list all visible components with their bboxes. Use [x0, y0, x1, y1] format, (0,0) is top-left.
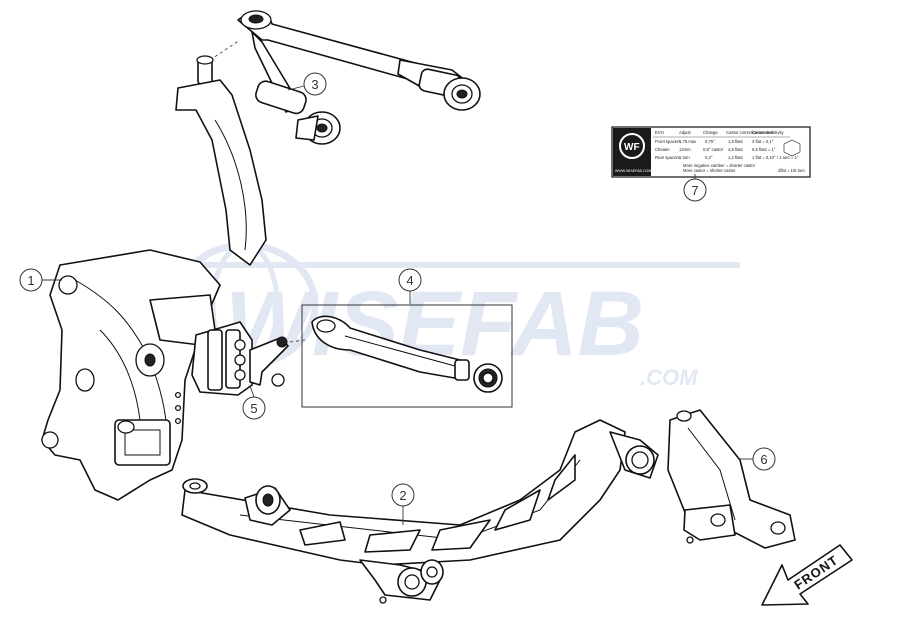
part-6-bracket	[667, 409, 796, 549]
sticker-row-2-castor: 4,5 flats	[728, 147, 743, 152]
callout-7: 7	[683, 174, 707, 202]
callout-4: 4	[398, 268, 422, 304]
callout-4-label: 4	[406, 273, 413, 288]
part-1-knuckle	[41, 55, 267, 501]
sticker-header-evo: EVO	[655, 130, 665, 135]
sticker-row-3-adjust: 1 turn	[679, 155, 690, 160]
sticker-url: WWW.WISEFAB.COM	[615, 169, 651, 173]
part-2-lower-arm	[181, 419, 659, 604]
sticker-row-2-name: Cheater	[655, 147, 671, 152]
sticker-row-2-sens: 5,5 flats = 1°	[752, 147, 776, 152]
sticker-note-1: More negative camber = shorter castor	[683, 163, 756, 168]
part-5-caster-adjuster	[191, 321, 306, 396]
sticker-row-1-change: 0,75°	[705, 139, 715, 144]
sticker-logo-text: WF	[624, 142, 640, 153]
sticker-row-2-change: 0,8° castor	[703, 147, 724, 152]
sticker-col-sensitivity: Castor sensitivity	[752, 130, 785, 135]
sticker-col-change: Change	[703, 130, 718, 135]
sticker-col-castor: Castor correction needed	[726, 130, 774, 135]
sticker-note-2: More castor = shorter castor	[683, 168, 736, 173]
sticker-row-3-sens: 1 flat = 0,10° / 1 turn = 1°	[752, 155, 799, 160]
callout-7-label: 7	[691, 183, 698, 198]
callout-3: 3	[287, 72, 327, 96]
sticker-row-1-castor: 1,9 flats	[728, 139, 743, 144]
part-4-tension-rod	[301, 304, 513, 408]
callout-2-label: 2	[399, 488, 406, 503]
dash-upper-arm	[209, 39, 241, 61]
sticker-row-1-name: Front spacers	[655, 139, 681, 144]
sticker-row-1-sens: 3 flat = 0,1°	[752, 139, 774, 144]
part-3-upper-arm	[237, 10, 481, 145]
callout-1-label: 1	[27, 273, 34, 288]
callout-1: 1	[19, 268, 62, 292]
watermark-domain: .COM	[640, 365, 698, 390]
sticker-col-adjust: Adjust	[679, 130, 691, 135]
part-4-detail-box	[301, 304, 513, 408]
callout-3-label: 3	[311, 77, 318, 92]
sticker-row-3-name: Rear spacers	[655, 155, 680, 160]
sticker-row-3-change: 0,3°	[705, 155, 713, 160]
callout-6: 6	[738, 447, 776, 471]
sticker-logo-panel	[613, 128, 651, 176]
part-7-sticker: WF WWW.WISEFAB.COM EVO Adjust Change Cas…	[611, 126, 811, 178]
sticker-hex-label: 2flat = 1/6 turn	[778, 168, 806, 173]
sticker-hex-icon	[783, 139, 801, 157]
sticker-row-2-adjust: 12mm	[679, 147, 691, 152]
callout-6-label: 6	[760, 452, 767, 467]
sticker-logo-icon	[619, 133, 645, 159]
front-arrow: FRONT	[761, 544, 853, 606]
callout-2: 2	[391, 483, 415, 525]
callout-5: 5	[242, 385, 266, 420]
sticker-row-3-castor: 1,2 flats	[728, 155, 743, 160]
sticker-row-1-adjust: 1,75 max	[679, 139, 697, 144]
callout-5-label: 5	[250, 401, 257, 416]
